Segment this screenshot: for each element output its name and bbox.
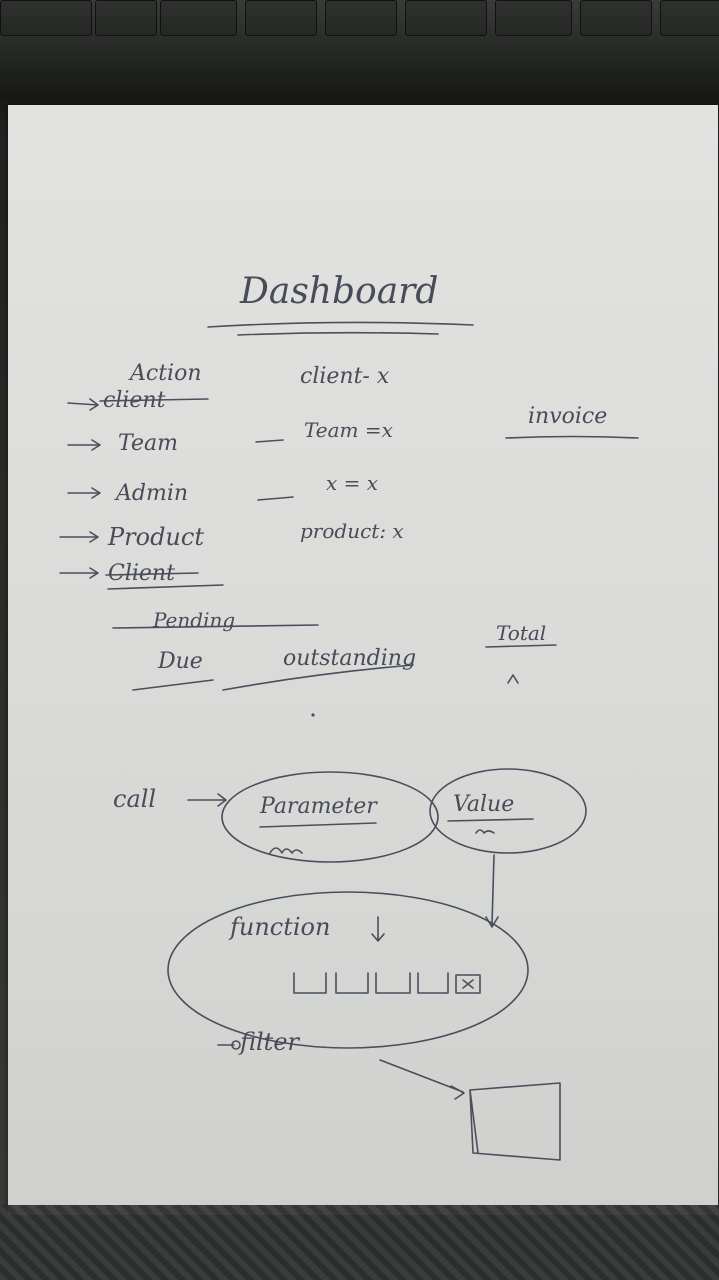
call-label: call [113, 785, 156, 813]
arrow-icon [371, 916, 385, 942]
close-icon [462, 979, 474, 989]
middle-column: client- x Team =x x = x product: x [300, 364, 404, 543]
arrow-icon [67, 398, 99, 411]
menu-item-team: Team [118, 431, 178, 456]
filter-label: filter [238, 1028, 301, 1056]
total-underline [485, 644, 557, 648]
value-label: Value [453, 792, 514, 817]
arrow-icon [59, 531, 99, 543]
parameter-label: Parameter [259, 794, 378, 819]
parameter-underline [259, 822, 377, 828]
menu-item-action: Action [128, 361, 202, 386]
total-label: Total [496, 621, 546, 645]
dash-line [257, 496, 294, 501]
funnel-edge [469, 1089, 479, 1154]
strike-line [99, 398, 209, 402]
keyboard-edge [0, 0, 719, 100]
arrow-icon [59, 567, 99, 579]
scribble-lines [105, 572, 224, 590]
arrow-icon [379, 1059, 465, 1100]
menu-list: Action client Team Admin Product Client [59, 361, 294, 590]
pending-label: Pending [152, 608, 235, 632]
funnel-shape [469, 1082, 561, 1161]
title-underline [207, 321, 474, 328]
label-client-x: client- x [300, 364, 390, 389]
arrow-icon [485, 854, 499, 928]
caret-mark [507, 674, 519, 684]
invoice-underline [505, 435, 639, 439]
title-underline-2 [237, 331, 439, 336]
due-label: Due [157, 649, 203, 674]
arrow-icon [67, 487, 101, 499]
invoice-label: invoice [528, 404, 607, 429]
dashboard-title: Dashboard [239, 271, 438, 312]
scribble-mark [475, 829, 495, 834]
ink-dot [311, 713, 315, 717]
sketch-drawing: Dashboard Action client Team Admin Produ… [59, 271, 639, 1161]
arrow-icon [67, 439, 101, 451]
label-team-x: Team =x [304, 418, 393, 442]
dash-line [255, 439, 284, 443]
arrow-icon [187, 793, 227, 807]
function-label: function [228, 913, 330, 941]
menu-item-product: Product [107, 523, 204, 551]
function-ellipse [167, 891, 529, 1049]
value-ellipse [429, 768, 587, 854]
pipeline-boxes [293, 972, 481, 994]
outstanding-underline [222, 664, 414, 691]
menu-item-admin: Admin [114, 481, 188, 506]
pending-underline [112, 624, 319, 629]
label-product-x: product: x [300, 519, 404, 543]
due-underline [132, 679, 214, 691]
label-x-x: x = x [326, 471, 378, 495]
scribble-mark [269, 847, 303, 854]
pointer-dot [231, 1040, 241, 1050]
paper-sheet: Dashboard Action client Team Admin Produ… [8, 105, 718, 1215]
value-underline [447, 818, 534, 822]
parameter-ellipse [221, 771, 439, 863]
desk-surface [0, 1205, 719, 1280]
